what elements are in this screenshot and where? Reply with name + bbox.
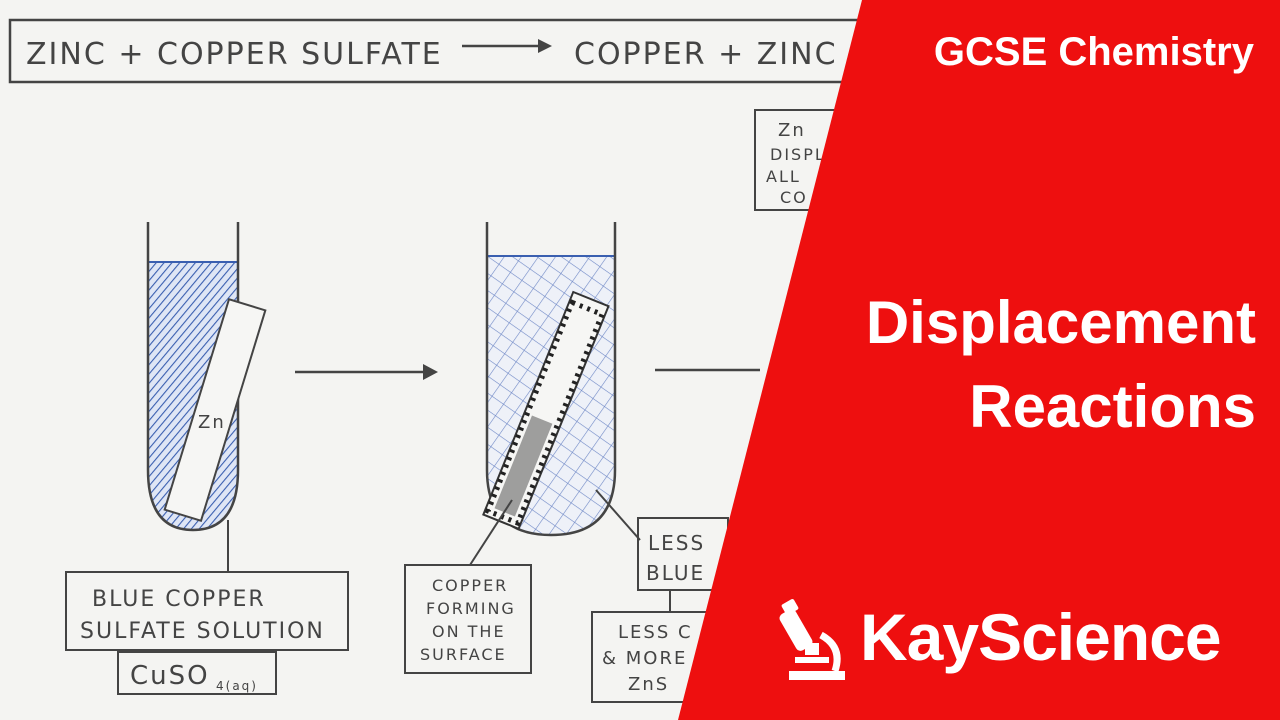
formula-subscript: 4(aq) (216, 679, 258, 693)
title-line-2: Reactions (969, 373, 1256, 440)
note-line-1: Zn (778, 120, 806, 141)
reaction-arrow-icon (423, 364, 438, 380)
less-more-line-3: ZnS (628, 674, 669, 695)
brand-logo: KayScience (765, 595, 1265, 685)
note-line-4: CO (780, 188, 808, 207)
microscope-icon (779, 599, 845, 680)
title-line-1: Displacement (865, 289, 1256, 356)
note-line-2: DISPL (770, 145, 826, 164)
zinc-strip (163, 298, 267, 522)
equation-left: ZINC + COPPER SULFATE (26, 37, 443, 72)
solution-label-line-2: SULFATE SOLUTION (80, 619, 325, 644)
arrow-icon (538, 39, 552, 53)
less-more-box: LESS C & MORE ZnS (591, 611, 743, 703)
solution-label-box: BLUE COPPER SULFATE SOLUTION (65, 571, 349, 651)
copper-line-3: ON THE (432, 622, 506, 641)
copper-line-1: COPPER (432, 576, 508, 595)
test-tube-2 (482, 222, 617, 537)
formula-text: CuSO (130, 661, 210, 691)
copper-label-box: COPPER FORMING ON THE SURFACE (404, 564, 532, 674)
brand-name: KayScience (860, 600, 1222, 674)
test-tube-1: Zn (146, 222, 267, 532)
solution-label-line-1: BLUE COPPER (92, 587, 266, 612)
course-label: GCSE Chemistry (933, 30, 1254, 74)
less-more-line-2: & MORE (602, 648, 687, 669)
copper-line-4: SURFACE (420, 645, 507, 664)
zinc-label: Zn (198, 412, 226, 433)
copper-line-2: FORMING (426, 599, 516, 618)
less-blue-line-2: BLUE (646, 561, 705, 585)
coated-zinc-strip (482, 290, 610, 531)
equation-right: COPPER + ZINC (574, 37, 838, 72)
less-more-line-1: LESS C (618, 622, 693, 643)
formula-box: CuSO 4(aq) (117, 651, 277, 695)
less-blue-line-1: LESS (648, 531, 705, 555)
note-line-3: ALL (766, 167, 801, 186)
